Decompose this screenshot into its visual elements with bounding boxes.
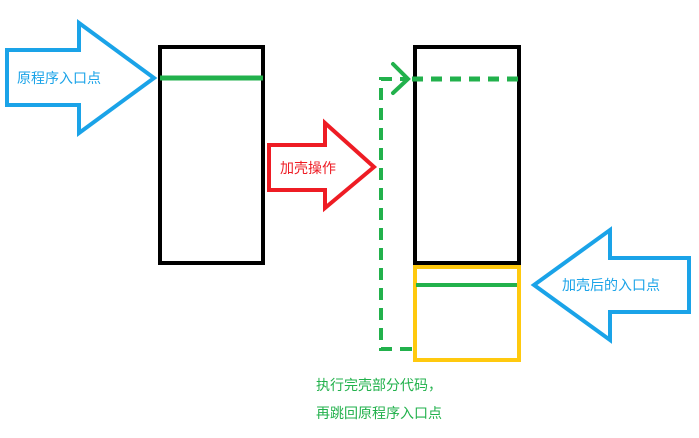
packed-entry-arrow	[530, 226, 691, 344]
jump-back-path	[379, 77, 412, 351]
packed-program-box	[413, 45, 521, 265]
original-entry-arrow	[5, 19, 158, 137]
jump-arrowhead-icon	[391, 62, 411, 95]
packing-operation-arrow	[267, 118, 378, 213]
packing-operation-label: 加壳操作	[280, 160, 336, 177]
original-entry-label: 原程序入口点	[17, 71, 101, 87]
note-line-1: 执行完壳部分代码，	[316, 377, 442, 394]
packed-entry-label: 加壳后的入口点	[562, 277, 660, 294]
shell-code-box	[413, 265, 521, 362]
note-line-2: 再跳回原程序入口点	[316, 406, 442, 422]
original-program-box	[158, 45, 265, 265]
